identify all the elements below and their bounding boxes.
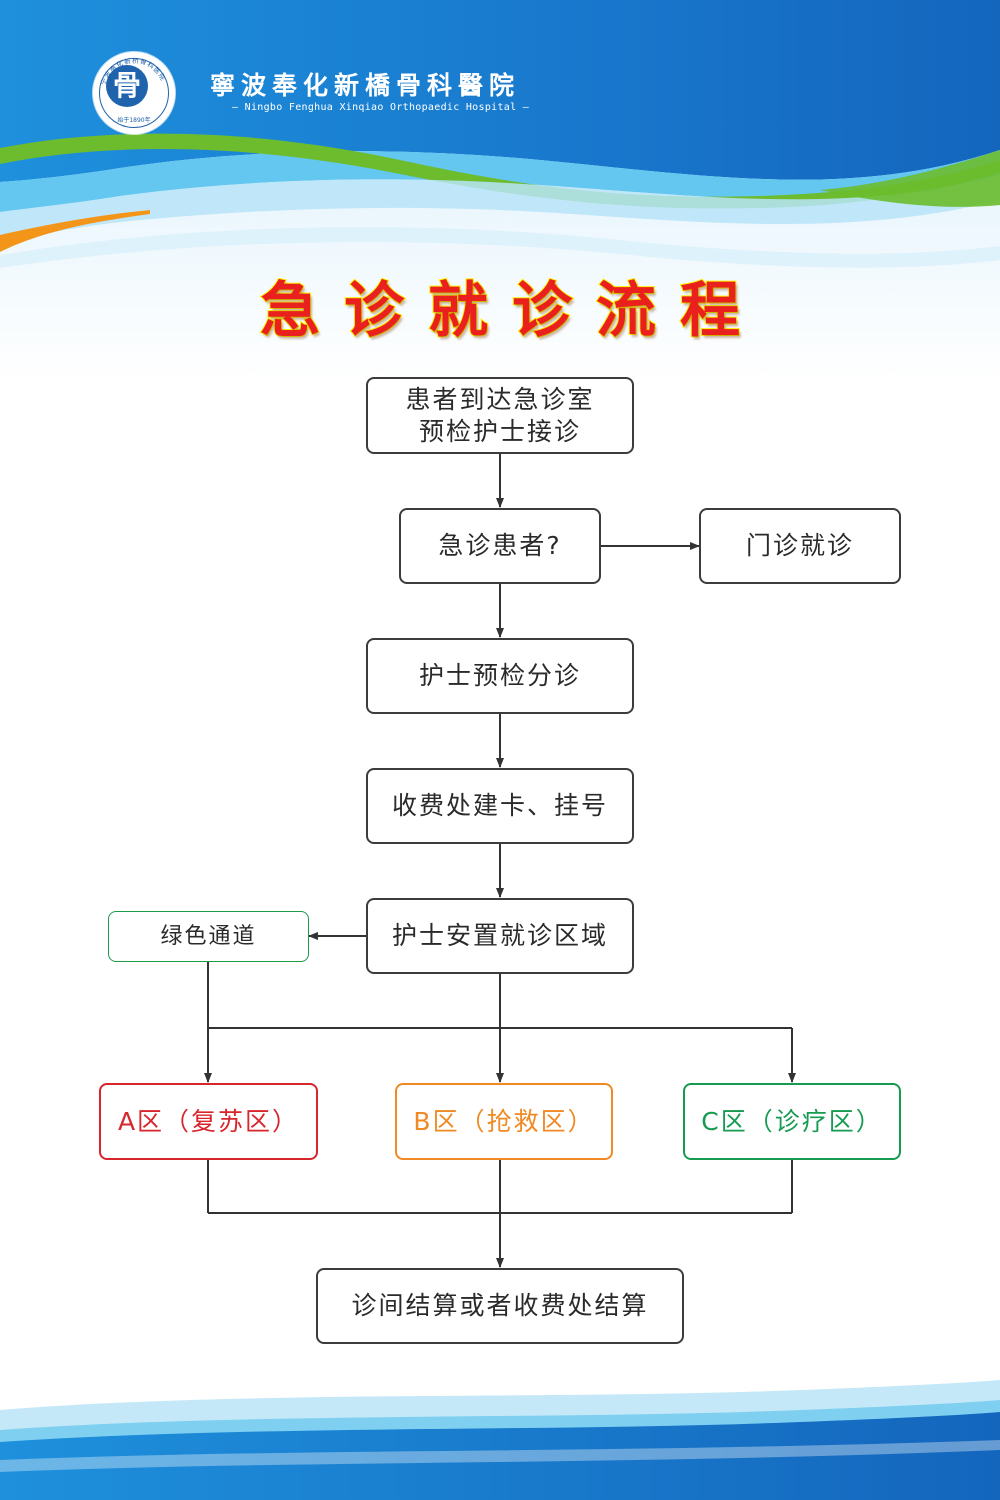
green-channel-label: 绿色通道 xyxy=(160,923,257,949)
zone-c-box: C区（诊疗区） xyxy=(683,1083,901,1160)
decision-emergency-box: 急诊患者? xyxy=(399,508,601,584)
step-arrival-box: 患者到达急诊室 预检护士接诊 xyxy=(366,377,634,454)
logo-year: 始于1890年 xyxy=(117,117,151,124)
step-triage-label: 护士预检分诊 xyxy=(418,661,581,690)
green-channel-box: 绿色通道 xyxy=(108,911,309,962)
step-triage-box: 护士预检分诊 xyxy=(366,638,634,714)
hospital-logo: 宁波奉化新桥骨科医院 骨 始于1890年 xyxy=(93,52,175,134)
step-placement-label: 护士安置就诊区域 xyxy=(391,921,608,950)
outpatient-box: 门诊就诊 xyxy=(699,508,901,584)
hospital-name-en: — Ningbo Fenghua Xinqiao Orthopaedic Hos… xyxy=(232,102,530,113)
zone-b-label: B区（抢救区） xyxy=(413,1106,595,1136)
zone-c-label: C区（诊疗区） xyxy=(701,1106,883,1136)
outpatient-label: 门诊就诊 xyxy=(745,531,854,560)
step-settlement-box: 诊间结算或者收费处结算 xyxy=(316,1268,684,1344)
header-background xyxy=(0,0,1000,380)
zone-a-box: A区（复苏区） xyxy=(99,1083,318,1160)
step-settlement-label: 诊间结算或者收费处结算 xyxy=(351,1291,649,1320)
decision-emergency-label: 急诊患者? xyxy=(438,531,562,560)
step-arrival-line-2: 预检护士接诊 xyxy=(418,416,581,446)
zone-a-label: A区（复苏区） xyxy=(117,1106,300,1136)
hospital-name-cn: 寧波奉化新橋骨科醫院 xyxy=(210,71,521,100)
step-registration-box: 收费处建卡、挂号 xyxy=(366,768,634,844)
page-title: 急诊就诊流程 xyxy=(259,275,764,347)
footer-background xyxy=(0,1380,1000,1500)
zone-b-box: B区（抢救区） xyxy=(395,1083,613,1160)
step-registration-label: 收费处建卡、挂号 xyxy=(391,791,608,820)
step-placement-box: 护士安置就诊区域 xyxy=(366,898,634,974)
step-arrival-line-1: 患者到达急诊室 xyxy=(405,384,595,414)
logo-glyph: 骨 xyxy=(106,65,148,107)
